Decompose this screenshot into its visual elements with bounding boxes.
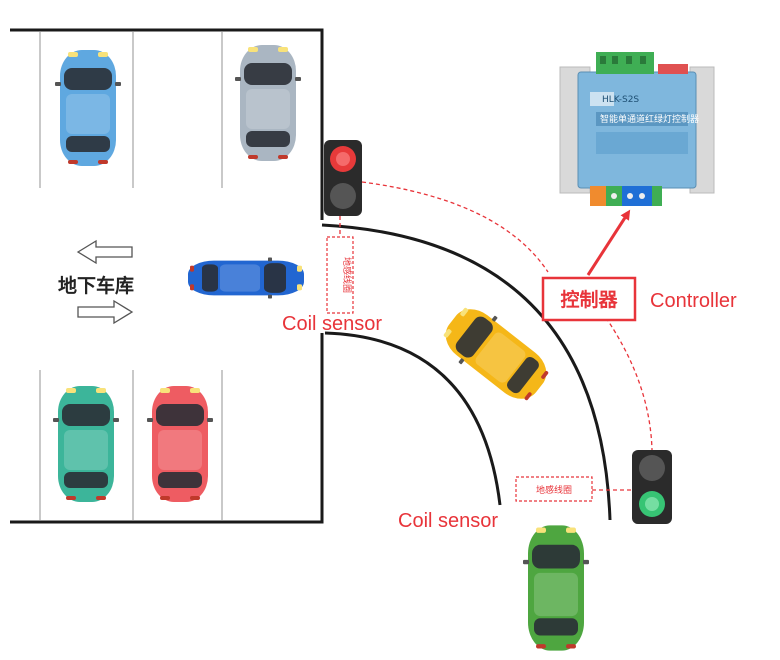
arrow-right-icon — [77, 299, 134, 325]
controller-label-cn: 控制器 — [560, 288, 618, 311]
coil-tag-vertical-text: 地感线圈 — [341, 257, 353, 293]
car-icon — [235, 45, 301, 161]
garage-bottom-wall — [10, 333, 324, 524]
controller-label-box: 控制器 — [541, 276, 637, 322]
garage-label: 地下车库 — [58, 274, 134, 297]
signal-red-lamp — [639, 455, 665, 481]
parking-lines — [39, 32, 223, 520]
car-icon — [55, 50, 121, 166]
car-icon — [53, 386, 119, 502]
traffic-light-icon — [632, 450, 672, 524]
exit-lanes — [321, 223, 612, 521]
controller-label-en: Controller — [650, 290, 737, 312]
coil-sensor-label-2: Coil sensor — [398, 510, 498, 532]
inner-lane-curve — [324, 331, 502, 506]
car-icon — [523, 525, 589, 651]
controller-pointer-arrow — [586, 209, 631, 276]
device-model: HLK-S2S — [602, 95, 639, 105]
garage-top-wall — [10, 28, 324, 220]
signal-green-lamp — [330, 183, 356, 209]
device-title: 智能单通道红绿灯控制器 — [600, 113, 699, 125]
coil-tag-horizontal: 地感线圈 — [515, 476, 593, 502]
traffic-light-icon — [324, 140, 362, 216]
arrow-left-icon — [76, 239, 133, 265]
wire-controller-to-bottom-light — [601, 311, 653, 451]
coil-sensor-label-1: Coil sensor — [282, 313, 382, 335]
controller-device: HLK-S2S 智能单通道红绿灯控制器 — [559, 52, 715, 206]
coil-tag-vertical: 地感线圈 — [326, 236, 354, 314]
garage-boundary — [10, 28, 324, 524]
wire-top-light-to-controller — [361, 181, 549, 273]
outer-lane-curve — [321, 223, 612, 521]
car-icon — [188, 257, 304, 299]
signal-wiring — [339, 181, 653, 491]
car-icon — [147, 386, 213, 502]
coil-tag-horizontal-text: 地感线圈 — [536, 484, 572, 496]
